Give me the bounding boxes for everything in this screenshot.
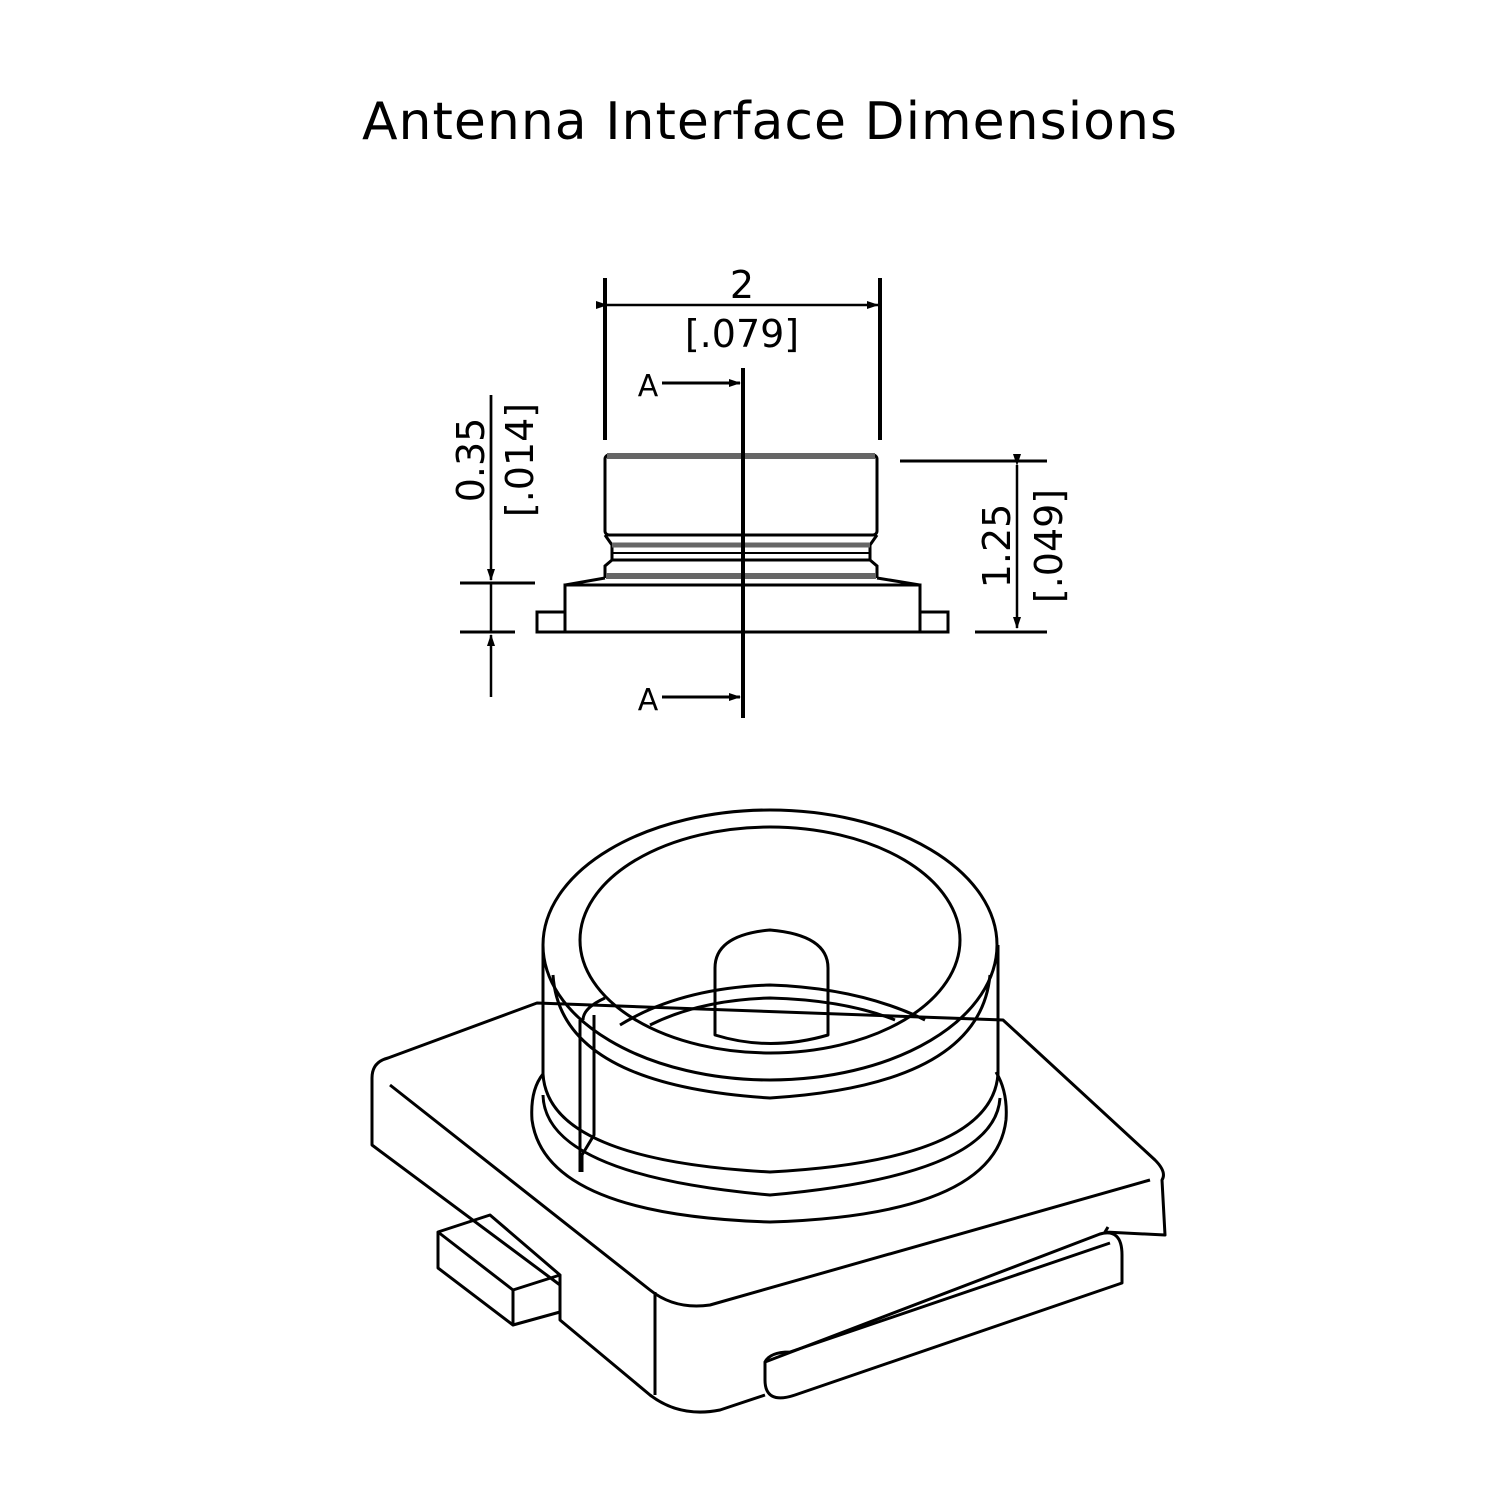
iso-flange-outer <box>530 1071 1008 1224</box>
base-plate-edge <box>389 1083 1151 1308</box>
ring-height-mm-label: 0.35 <box>449 418 493 503</box>
section-label-bottom: A <box>638 683 659 718</box>
iso-slot <box>578 996 606 1172</box>
section-label-top: A <box>638 369 659 404</box>
iso-tab-right <box>763 1231 1124 1400</box>
isometric-view <box>370 808 1167 1414</box>
iso-cylinder-top-outer <box>541 808 999 1082</box>
iso-cylinder-wall <box>541 945 1000 1174</box>
iso-inner-floor <box>619 983 926 1027</box>
width-mm-label: 2 <box>730 263 754 307</box>
solder-tab-right <box>918 610 950 634</box>
iso-cylinder-top-inner <box>578 825 962 1055</box>
solder-tab-left <box>535 610 567 634</box>
iso-center-pin <box>713 928 830 1045</box>
iso-cylinder-lip <box>551 974 992 1100</box>
base-plate-front <box>370 1078 766 1414</box>
base-plate-top <box>370 1001 1167 1237</box>
side-view <box>460 278 1047 718</box>
iso-flange-inner <box>541 1094 1002 1197</box>
drawing-title: Antenna Interface Dimensions <box>361 92 1179 152</box>
iso-tab-left-top <box>436 1213 562 1292</box>
collar <box>603 558 879 578</box>
total-height-inch-label: [.049] <box>1027 489 1071 603</box>
ring-height-inch-label: [.014] <box>498 403 542 517</box>
total-height-mm-label: 1.25 <box>975 504 1019 589</box>
iso-tab-left-side <box>436 1232 562 1327</box>
width-inch-label: [.079] <box>685 312 799 356</box>
